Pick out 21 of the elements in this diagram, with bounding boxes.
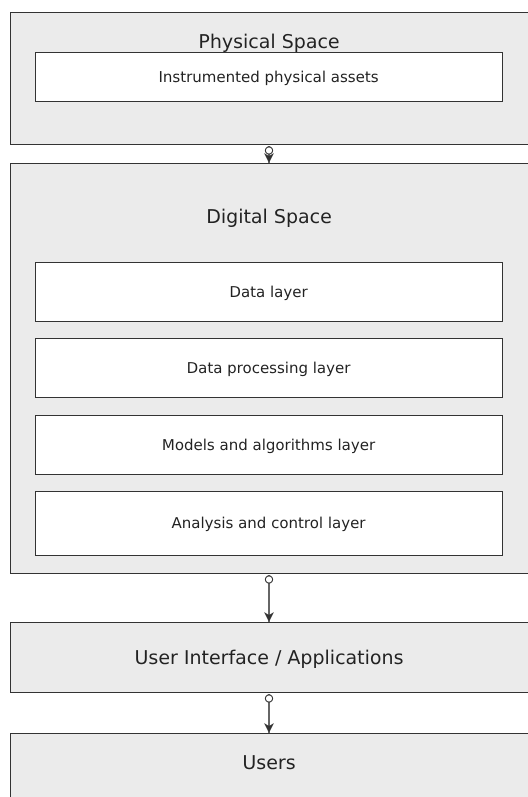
section-heading: User Interface / Applications [134, 646, 404, 668]
arrow [264, 575, 274, 622]
section-box [10, 163, 528, 574]
layer-label: Data layer [228, 282, 309, 300]
arrow [264, 146, 274, 163]
section-heading: Physical Space [197, 31, 341, 53]
layer-label: Models and algorithms layer [160, 436, 376, 454]
layer-box [34, 414, 502, 474]
section-heading: Digital Space [205, 206, 333, 228]
section-heading: Users [241, 752, 297, 774]
layer-box [34, 490, 502, 556]
layer-box [34, 338, 502, 398]
section-box [10, 12, 528, 145]
arrow [264, 694, 274, 733]
layer-label: Data processing layer [186, 358, 352, 376]
section-box [10, 733, 528, 797]
layer-box [34, 52, 502, 102]
layer-box [34, 262, 502, 322]
layer-label: Instrumented physical assets [157, 68, 380, 86]
layer-label: Analysis and control layer [170, 514, 366, 532]
section-box [10, 622, 528, 693]
